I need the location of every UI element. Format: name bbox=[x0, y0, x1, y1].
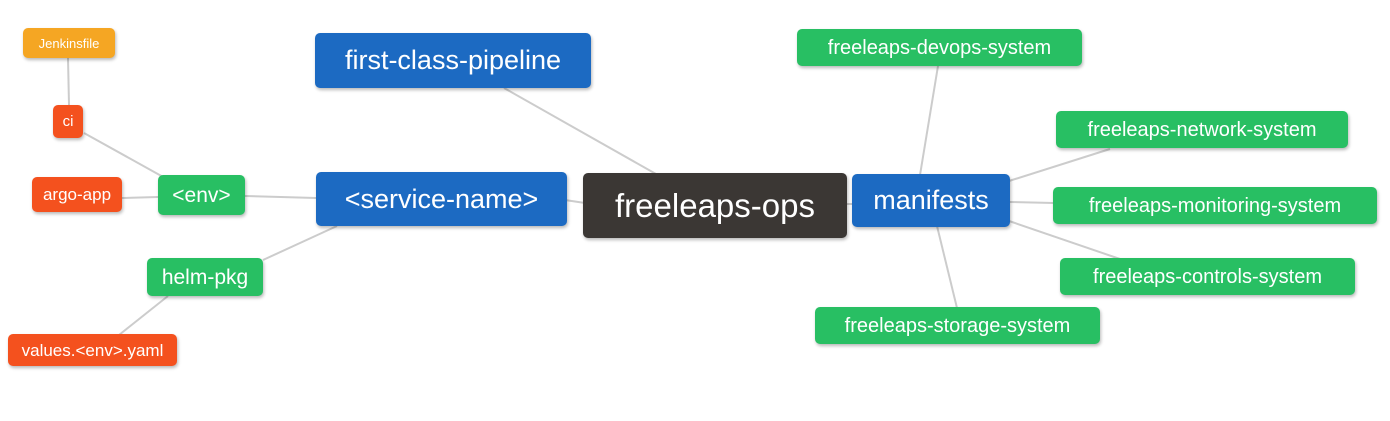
mindmap-node-manifests[interactable]: manifests bbox=[852, 174, 1010, 227]
mindmap-node-service-name[interactable]: <service-name> bbox=[316, 172, 567, 226]
mindmap-node-argo-app[interactable]: argo-app bbox=[32, 177, 122, 212]
mindmap-node-first-class-pipeline[interactable]: first-class-pipeline bbox=[315, 33, 591, 88]
mindmap-node-helm-pkg[interactable]: helm-pkg bbox=[147, 258, 263, 296]
mindmap-node-env[interactable]: <env> bbox=[158, 175, 245, 215]
mindmap-node-freeleaps-ops[interactable]: freeleaps-ops bbox=[583, 173, 847, 238]
mindmap-node-freeleaps-devops-system[interactable]: freeleaps-devops-system bbox=[797, 29, 1082, 66]
mindmap-node-freeleaps-storage-system[interactable]: freeleaps-storage-system bbox=[815, 307, 1100, 344]
mindmap-node-values-env-yaml[interactable]: values.<env>.yaml bbox=[8, 334, 177, 366]
mindmap-node-jenkinsfile[interactable]: Jenkinsfile bbox=[23, 28, 115, 58]
mindmap-node-freeleaps-network-system[interactable]: freeleaps-network-system bbox=[1056, 111, 1348, 148]
mindmap-node-freeleaps-monitoring-system[interactable]: freeleaps-monitoring-system bbox=[1053, 187, 1377, 224]
mindmap-node-freeleaps-controls-system[interactable]: freeleaps-controls-system bbox=[1060, 258, 1355, 295]
mindmap-node-ci[interactable]: ci bbox=[53, 105, 83, 138]
